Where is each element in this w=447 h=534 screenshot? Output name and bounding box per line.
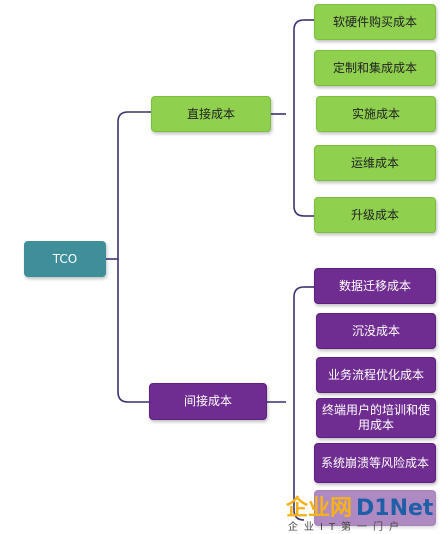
connector-root-bracket [117,111,129,403]
leaf-indirect-1[interactable]: 数据迁移成本 [314,268,436,304]
leaf-label: 运维成本 [350,155,399,170]
leaf-label: 软硬件购买成本 [332,14,417,29]
leaf-direct-5[interactable]: 升级成本 [314,197,436,233]
leaf-direct-3[interactable]: 实施成本 [316,96,436,132]
connector-direct-bracket [293,19,305,217]
leaf-indirect-5[interactable]: 系统崩溃等风险成本 [314,443,436,483]
branch-direct-label: 直接成本 [186,106,235,121]
leaf-direct-2[interactable]: 定制和集成成本 [314,50,436,86]
watermark-brand: 企业网 [286,496,353,521]
leaf-label: 业务流程优化成本 [327,367,424,382]
leaf-indirect-6-partial [314,490,436,526]
leaf-direct-1[interactable]: 软硬件购买成本 [314,4,436,40]
leaf-indirect-2[interactable]: 沉没成本 [316,313,436,349]
leaf-label: 系统崩溃等风险成本 [320,455,429,470]
branch-indirect-label: 间接成本 [183,394,232,408]
leaf-label: 实施成本 [351,106,400,121]
leaf-label: 数据迁移成本 [338,278,411,293]
connector-indirect-bracket [293,286,305,521]
watermark-logo-text: D1Net [356,496,434,521]
branch-node-indirect[interactable]: 间接成本 [149,383,267,420]
branch-node-direct[interactable]: 直接成本 [151,96,271,132]
leaf-indirect-4[interactable]: 终端用户的培训和使用成本 [316,398,436,438]
root-node-tco[interactable]: TCO [24,241,106,277]
leaf-indirect-3[interactable]: 业务流程优化成本 [316,357,436,393]
root-label: TCO [52,251,78,266]
leaf-label: 升级成本 [350,207,399,222]
leaf-label: 定制和集成成本 [332,60,417,75]
leaf-direct-4[interactable]: 运维成本 [314,145,436,181]
watermark-subtitle: 企业IT第一门户 [288,522,406,533]
leaf-label: 沉没成本 [351,323,400,338]
leaf-label: 终端用户的培训和使用成本 [321,403,430,432]
